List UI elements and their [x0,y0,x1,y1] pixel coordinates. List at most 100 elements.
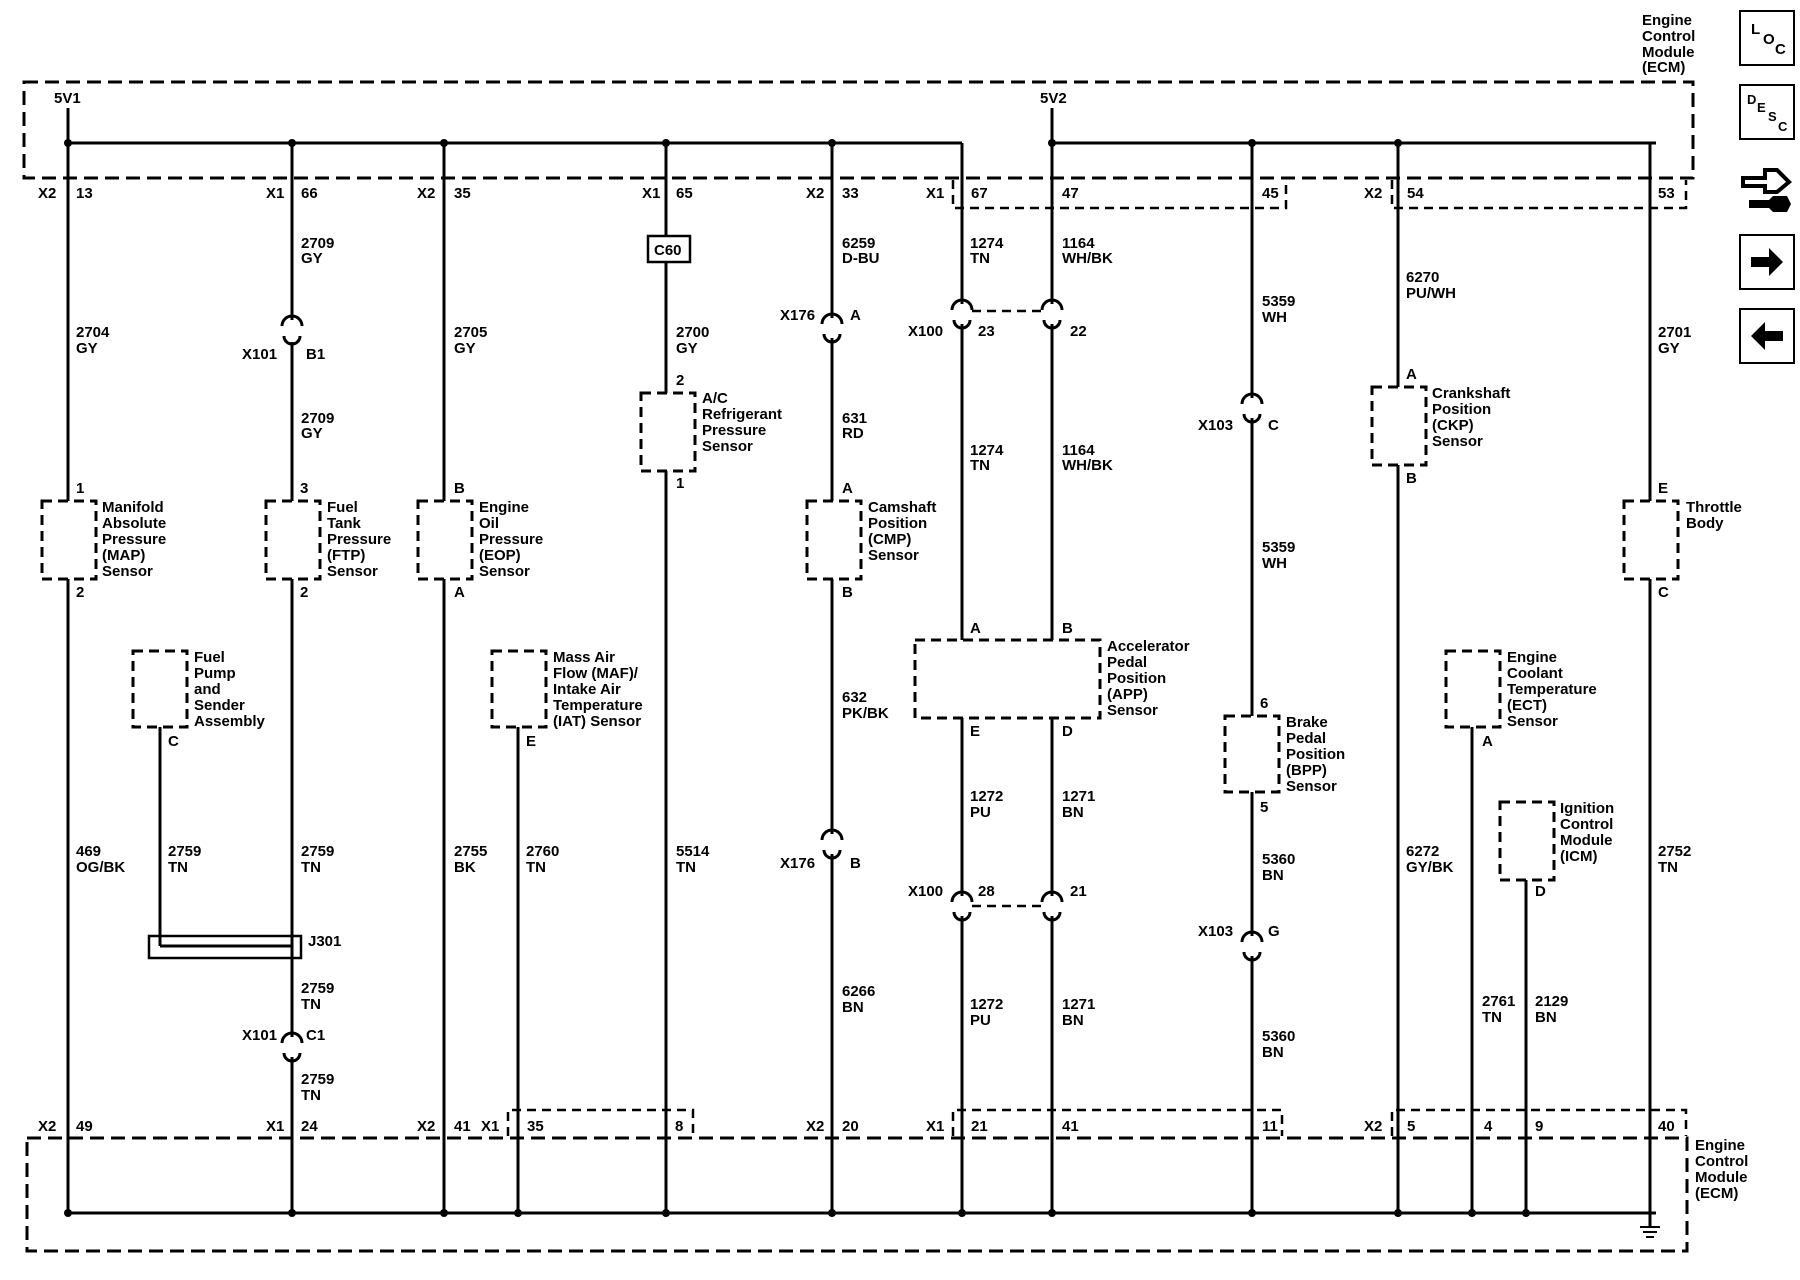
bottom-connector-x1-bracket-b [951,1108,1284,1136]
svg-text:Crankshaft: Crankshaft [1432,385,1510,402]
svg-text:(IAT) Sensor: (IAT) Sensor [553,713,641,730]
svg-text:35: 35 [527,1118,544,1135]
svg-text:A: A [454,584,465,601]
svg-text:23: 23 [978,323,995,340]
svg-text:5: 5 [1260,799,1268,816]
svg-text:A: A [970,620,981,637]
svg-text:2: 2 [76,584,84,601]
svg-text:GY: GY [676,340,698,357]
svg-text:Sender: Sender [194,697,245,714]
wrench-connector-icon [1741,168,1792,212]
svg-text:8: 8 [675,1118,683,1135]
svg-text:6259: 6259 [842,235,875,252]
svg-text:Module: Module [1642,44,1695,61]
svg-text:1271: 1271 [1062,996,1095,1013]
svg-text:X1: X1 [266,1118,284,1135]
previous-page-button[interactable] [1739,308,1795,364]
desc-button[interactable]: D E S C [1739,84,1795,140]
svg-text:C: C [168,733,179,750]
svg-text:(EOP): (EOP) [479,547,521,564]
svg-text:49: 49 [76,1118,93,1135]
svg-text:2709: 2709 [301,235,334,252]
svg-text:1272: 1272 [970,996,1003,1013]
wires [66,143,1652,1213]
svg-text:2759: 2759 [301,843,334,860]
svg-text:Position: Position [868,515,927,532]
loc-icon: L O C [1751,21,1786,58]
svg-text:Accelerator: Accelerator [1107,638,1190,655]
svg-text:(CMP): (CMP) [868,531,911,548]
supply-5v2: 5V2 [1040,90,1067,107]
svg-text:X103: X103 [1198,923,1233,940]
svg-text:X2: X2 [806,185,824,202]
svg-text:1274: 1274 [970,235,1004,252]
svg-text:Pressure: Pressure [102,531,166,548]
svg-text:BN: BN [1062,804,1084,821]
next-page-button[interactable] [1739,234,1795,290]
svg-text:3: 3 [300,480,308,497]
svg-text:1164: 1164 [1062,235,1095,252]
svg-text:X2: X2 [417,1118,435,1135]
svg-text:and: and [194,681,221,698]
svg-text:53: 53 [1658,185,1675,202]
svg-text:RD: RD [842,425,864,442]
svg-text:2759: 2759 [301,1071,334,1088]
svg-text:X1: X1 [926,1118,944,1135]
svg-text:X100: X100 [908,883,943,900]
svg-text:GY: GY [1658,340,1680,357]
svg-text:67: 67 [971,185,988,202]
svg-text:Position: Position [1432,401,1491,418]
svg-text:Pump: Pump [194,665,236,682]
svg-text:(BPP): (BPP) [1286,762,1327,779]
top-connector-x2-bracket [1390,180,1688,210]
svg-text:1: 1 [676,475,684,492]
svg-text:Sensor: Sensor [102,563,153,580]
svg-text:PU: PU [970,1012,991,1029]
svg-text:22: 22 [1070,323,1087,340]
svg-text:1271: 1271 [1062,788,1095,805]
svg-text:Flow (MAF)/: Flow (MAF)/ [553,665,639,682]
svg-text:Engine: Engine [1507,649,1557,666]
svg-text:(FTP): (FTP) [327,547,365,564]
svg-text:Pedal: Pedal [1286,730,1326,747]
svg-text:D-BU: D-BU [842,250,880,267]
splice-c60-label: C60 [654,242,682,259]
svg-text:BN: BN [1262,1044,1284,1061]
svg-text:X2: X2 [1364,1118,1382,1135]
svg-text:Control: Control [1560,816,1613,833]
svg-text:9: 9 [1535,1118,1543,1135]
svg-text:Throttle: Throttle [1686,499,1742,516]
loc-button[interactable]: L O C [1739,10,1795,66]
connector-end-view-button[interactable] [1739,160,1795,216]
svg-text:2705: 2705 [454,324,487,341]
svg-text:Module: Module [1560,832,1613,849]
svg-text:TN: TN [301,859,321,876]
svg-text:5360: 5360 [1262,851,1295,868]
desc-e: E [1757,100,1766,115]
svg-text:2755: 2755 [454,843,487,860]
svg-text:TN: TN [301,1087,321,1104]
svg-text:Pressure: Pressure [479,531,543,548]
svg-text:Pedal: Pedal [1107,654,1147,671]
svg-text:2709: 2709 [301,410,334,427]
svg-text:Brake: Brake [1286,714,1328,731]
svg-text:GY/BK: GY/BK [1406,859,1454,876]
svg-text:X2: X2 [806,1118,824,1135]
svg-text:631: 631 [842,410,867,427]
svg-text:A: A [1406,366,1417,383]
svg-text:Body: Body [1686,515,1724,532]
svg-text:BK: BK [454,859,476,876]
svg-text:B: B [842,584,853,601]
svg-text:GY: GY [301,425,323,442]
svg-text:6: 6 [1260,695,1268,712]
svg-text:13: 13 [76,185,93,202]
svg-text:Sensor: Sensor [868,547,919,564]
svg-text:Refrigerant: Refrigerant [702,406,782,423]
ground-icon [1640,1213,1660,1238]
